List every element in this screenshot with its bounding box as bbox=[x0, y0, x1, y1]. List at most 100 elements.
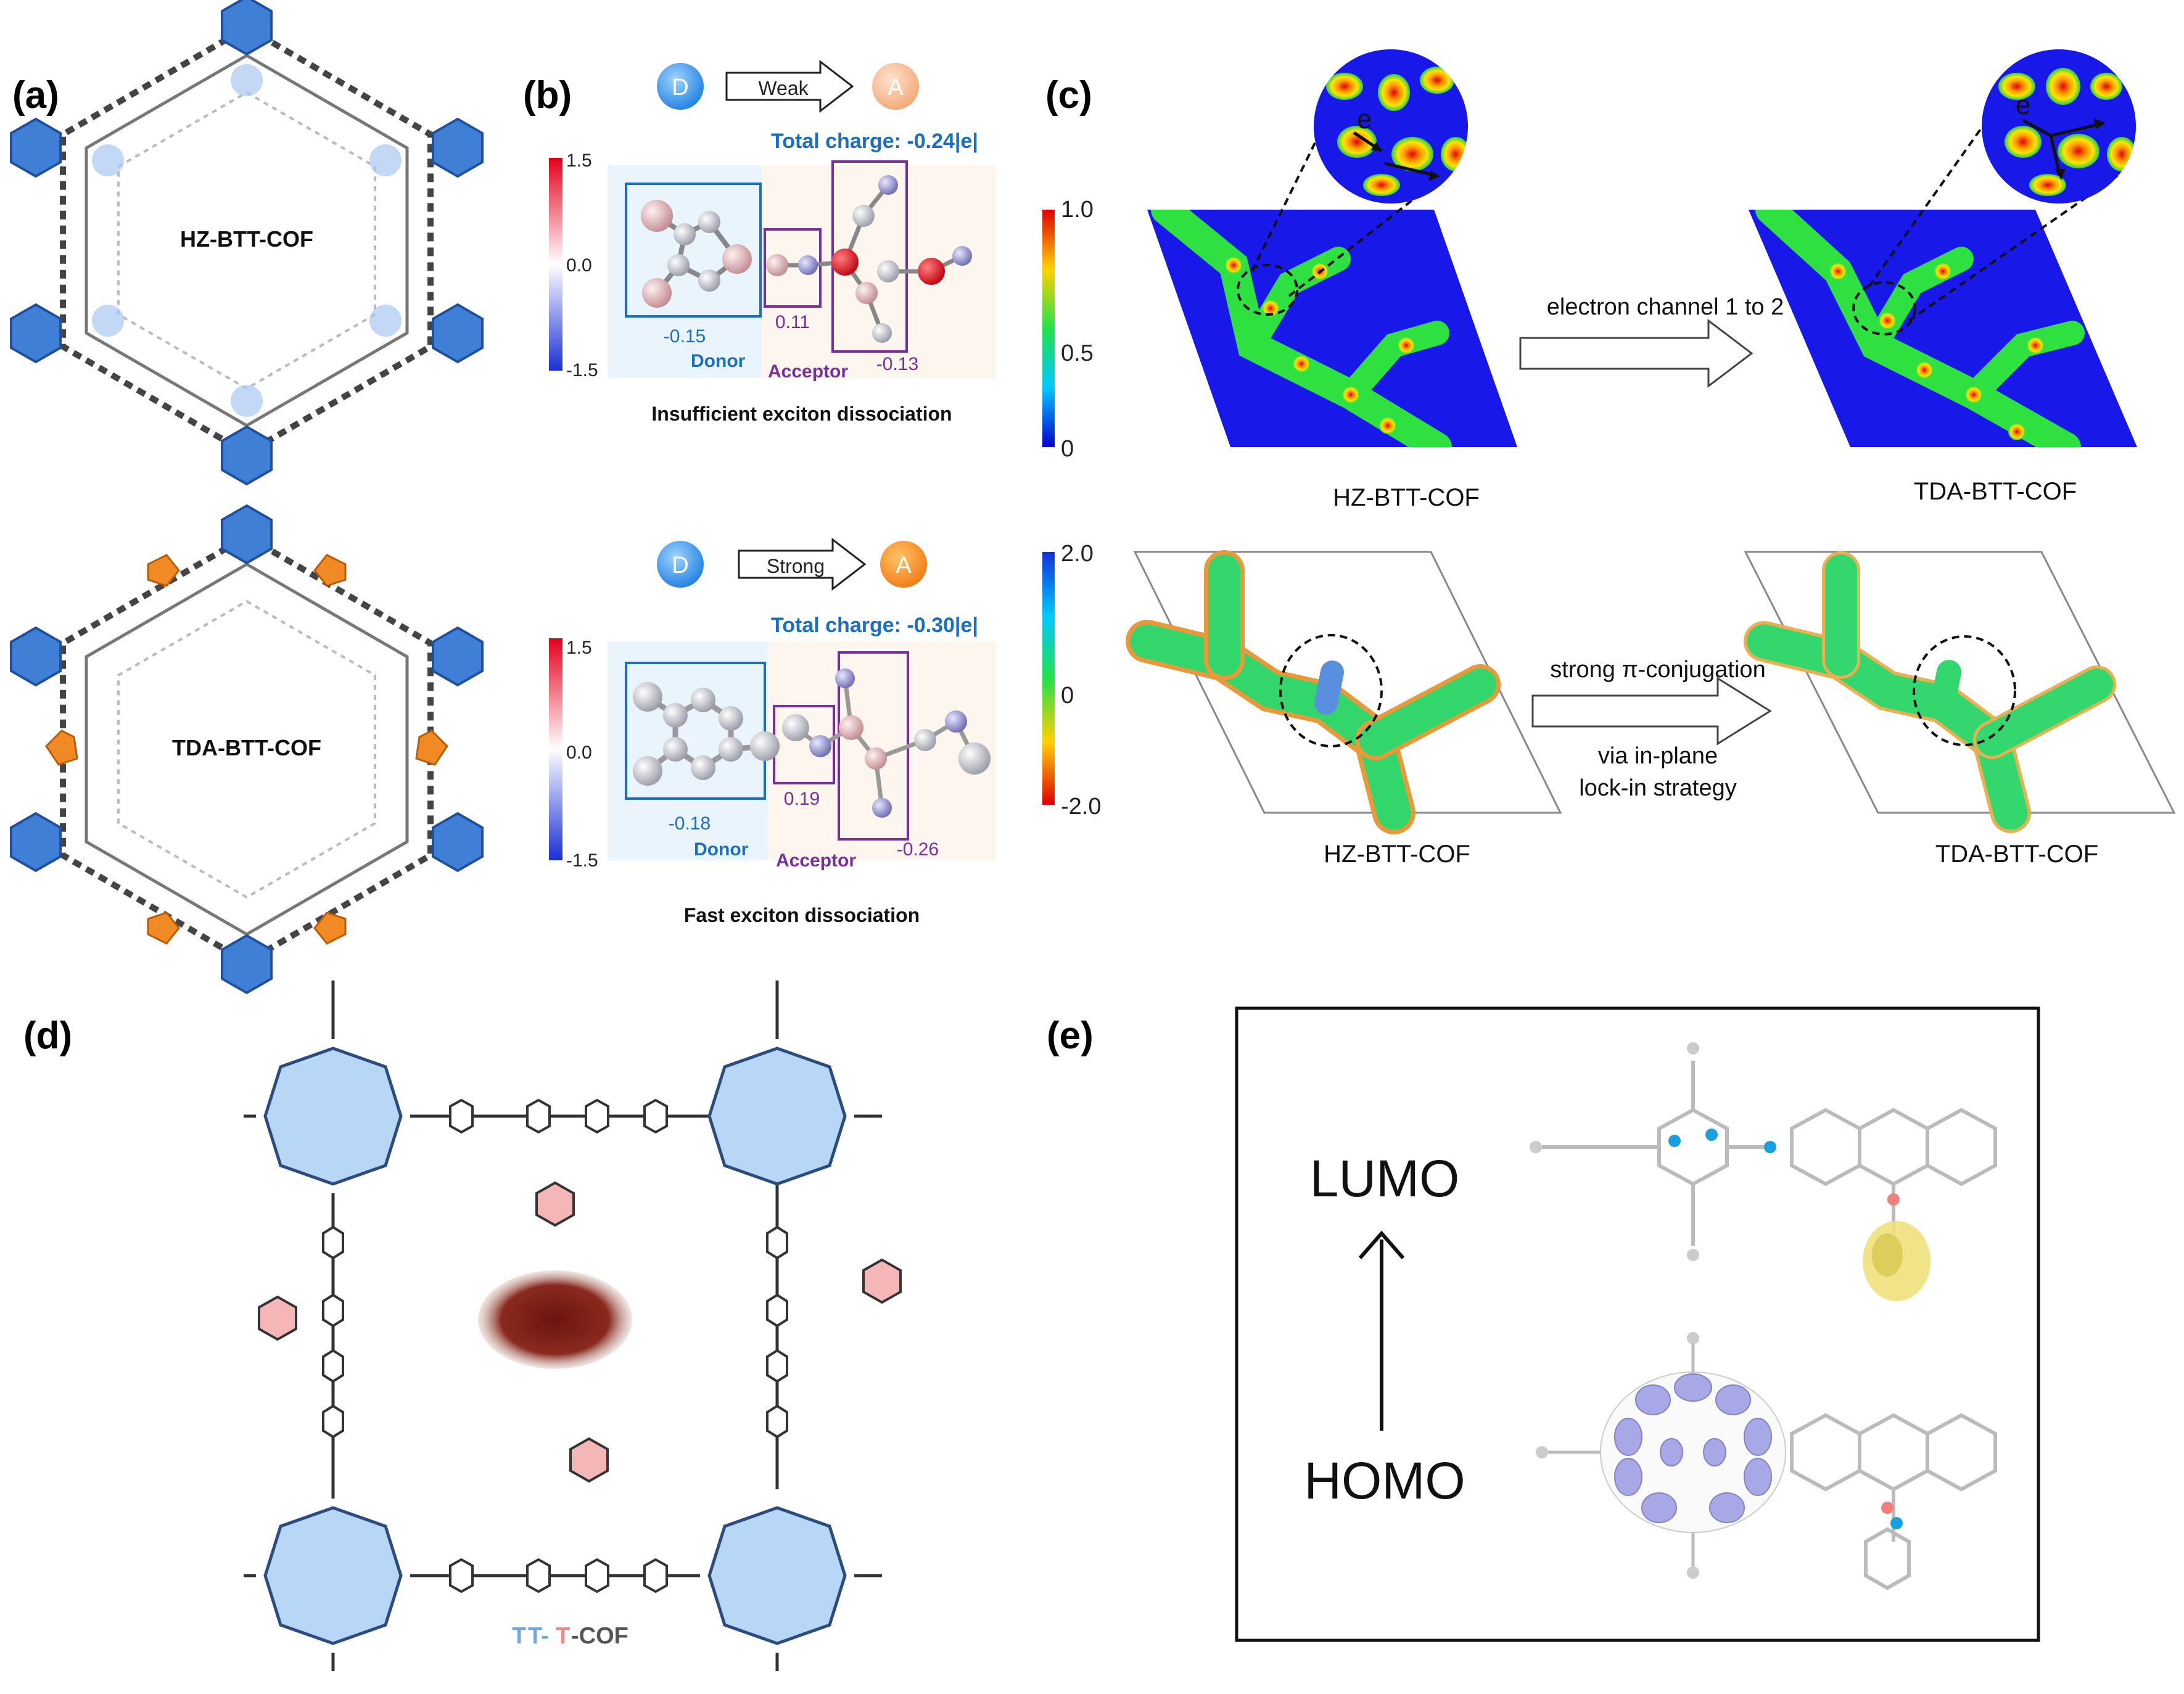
colorbar-mid: 0.5 bbox=[1061, 340, 1094, 366]
hz-potential-framework bbox=[1126, 550, 1501, 834]
zoom-ring bbox=[1237, 264, 1298, 316]
cof-name-t1: T bbox=[512, 1623, 526, 1649]
colorbar-max: 1.5 bbox=[566, 150, 592, 171]
acceptor-value: -0.13 bbox=[876, 354, 918, 374]
acceptor-atoms bbox=[766, 175, 972, 343]
colorbar-max: 1.0 bbox=[1061, 197, 1094, 223]
donor-value: -0.18 bbox=[669, 813, 711, 834]
cof-powder-photo bbox=[478, 1270, 632, 1369]
zoom-line bbox=[1868, 116, 1990, 288]
arrow-head bbox=[2055, 169, 2066, 180]
link-value: 0.11 bbox=[775, 312, 810, 332]
donor-badge-text: D bbox=[672, 75, 688, 101]
tempo-rings bbox=[258, 1181, 902, 1483]
channel-arrow bbox=[1519, 318, 1753, 389]
panel-label-a: (a) bbox=[12, 74, 59, 117]
donor-label: Donor bbox=[691, 351, 746, 371]
colorbar-max: 1.5 bbox=[566, 638, 592, 658]
panel-c-bottom: 2.0 0 -2.0 HZ-BTT-COF strong π-conjugati… bbox=[1042, 541, 2176, 868]
donor-atoms bbox=[633, 682, 780, 786]
donor-badge bbox=[657, 541, 704, 588]
colorbar-mid: 0 bbox=[1061, 683, 1074, 709]
zoom-ring bbox=[1852, 281, 1916, 335]
hz-btt-cof-label: HZ-BTT-COF bbox=[180, 226, 313, 252]
acceptor-badge-text: A bbox=[888, 75, 904, 101]
tda-map-label: TDA-BTT-COF bbox=[1914, 478, 2077, 505]
hz-map-label: HZ-BTT-COF bbox=[1333, 484, 1480, 511]
link-value: 0.19 bbox=[784, 789, 820, 809]
conjugation-ring bbox=[1279, 634, 1383, 747]
hz-zoom-hotspots bbox=[1326, 67, 1468, 196]
homo-molecule bbox=[1536, 1332, 1997, 1590]
tda-potential-framework bbox=[1744, 551, 2116, 833]
panel-b-bottom: D Strong A 1.5 0.0 -1.5 Total charge: -0… bbox=[549, 537, 996, 926]
donor-atoms bbox=[641, 200, 752, 308]
electron-symbol: e bbox=[2016, 90, 2030, 120]
total-charge-text: Total charge: -0.24|e| bbox=[771, 130, 978, 153]
panel-b-top: D Weak A 1.5 0.0 -1.5 Total charge: -0.2… bbox=[549, 59, 996, 425]
panel-label-b: (b) bbox=[523, 74, 572, 117]
panel-c-top: 1.0 0.5 0 e HZ-BTT-COF bbox=[1042, 49, 2137, 511]
donor-badge bbox=[657, 63, 704, 110]
arrow-head bbox=[1370, 142, 1382, 151]
lock-in-text-3: lock-in strategy bbox=[1579, 775, 1737, 801]
acceptor-value: -0.26 bbox=[897, 839, 939, 860]
hz-btt-cof-structure: HZ-BTT-COF bbox=[10, 0, 484, 486]
homo-label: HOMO bbox=[1304, 1452, 1465, 1510]
tda-density-framework bbox=[1755, 210, 2085, 447]
tt-t-cof-structure: T T- T -COF bbox=[244, 981, 902, 1671]
acceptor-badge-text: A bbox=[896, 553, 912, 578]
electron-symbol: e bbox=[1357, 104, 1372, 134]
channel-arrow-text: electron channel 1 to 2 bbox=[1547, 294, 1784, 320]
colorbar-mid: 0.0 bbox=[566, 742, 592, 763]
hz-density-framework bbox=[1151, 210, 1452, 447]
weak-arrow-text: Weak bbox=[758, 77, 809, 99]
colorbar-min: -1.5 bbox=[566, 850, 598, 871]
acceptor-atoms bbox=[782, 668, 991, 818]
conjugation-ring bbox=[1913, 635, 2016, 746]
lumo-label: LUMO bbox=[1310, 1149, 1460, 1207]
cof-name-t2: T- bbox=[528, 1623, 549, 1649]
homo-orbital-lobes bbox=[1600, 1371, 1786, 1533]
panel-label-d: (d) bbox=[23, 1014, 72, 1057]
panel-label-e: (e) bbox=[1047, 1014, 1094, 1057]
donor-value: -0.15 bbox=[664, 326, 706, 347]
energy-arrow-head bbox=[1358, 1230, 1405, 1259]
tda-potential-label: TDA-BTT-COF bbox=[1935, 841, 2098, 868]
lock-in-text-2: via in-plane bbox=[1598, 743, 1718, 769]
acceptor-badge bbox=[872, 63, 919, 110]
tda-btt-cof-structure: TDA-BTT-COF bbox=[10, 504, 484, 995]
colorbar-mid: 0.0 bbox=[566, 255, 592, 276]
density-colorbar bbox=[1042, 210, 1055, 447]
lock-in-arrow bbox=[1531, 676, 1772, 746]
electron-path-arrow bbox=[1384, 162, 1438, 178]
acceptor-label: Acceptor bbox=[768, 361, 848, 382]
zoom-line bbox=[1251, 120, 1327, 272]
potential-colorbar bbox=[1042, 552, 1055, 805]
arrow-head bbox=[1428, 171, 1440, 181]
electron-path-arrow bbox=[2050, 121, 2104, 138]
tda-btt-cof-label: TDA-BTT-COF bbox=[172, 735, 321, 760]
colorbar-max: 2.0 bbox=[1061, 541, 1094, 567]
charge-colorbar bbox=[549, 638, 562, 860]
strong-arrow bbox=[738, 537, 867, 591]
arrow-head bbox=[2094, 118, 2106, 130]
panel-b-top-caption: Insufficient exciton dissociation bbox=[651, 403, 952, 425]
cof-name-t3: T bbox=[556, 1623, 570, 1649]
panel-label-c: (c) bbox=[1045, 74, 1092, 117]
acceptor-badge bbox=[880, 541, 927, 588]
colorbar-min: -2.0 bbox=[1061, 794, 1101, 820]
charge-colorbar bbox=[549, 158, 562, 371]
lock-in-text-1: strong π-conjugation bbox=[1550, 657, 1765, 683]
hz-potential-label: HZ-BTT-COF bbox=[1324, 841, 1470, 868]
donor-badge-text: D bbox=[672, 553, 688, 578]
link-box bbox=[764, 228, 822, 308]
electron-path-arrow bbox=[2022, 118, 2052, 138]
lumo-molecule bbox=[1530, 1042, 1997, 1301]
acceptor-label: Acceptor bbox=[776, 850, 856, 871]
total-charge-text: Total charge: -0.30|e| bbox=[771, 614, 978, 637]
cof-name-suffix: -COF bbox=[571, 1623, 628, 1649]
donor-label: Donor bbox=[694, 839, 749, 860]
porphyrin-cores bbox=[263, 1046, 847, 1645]
